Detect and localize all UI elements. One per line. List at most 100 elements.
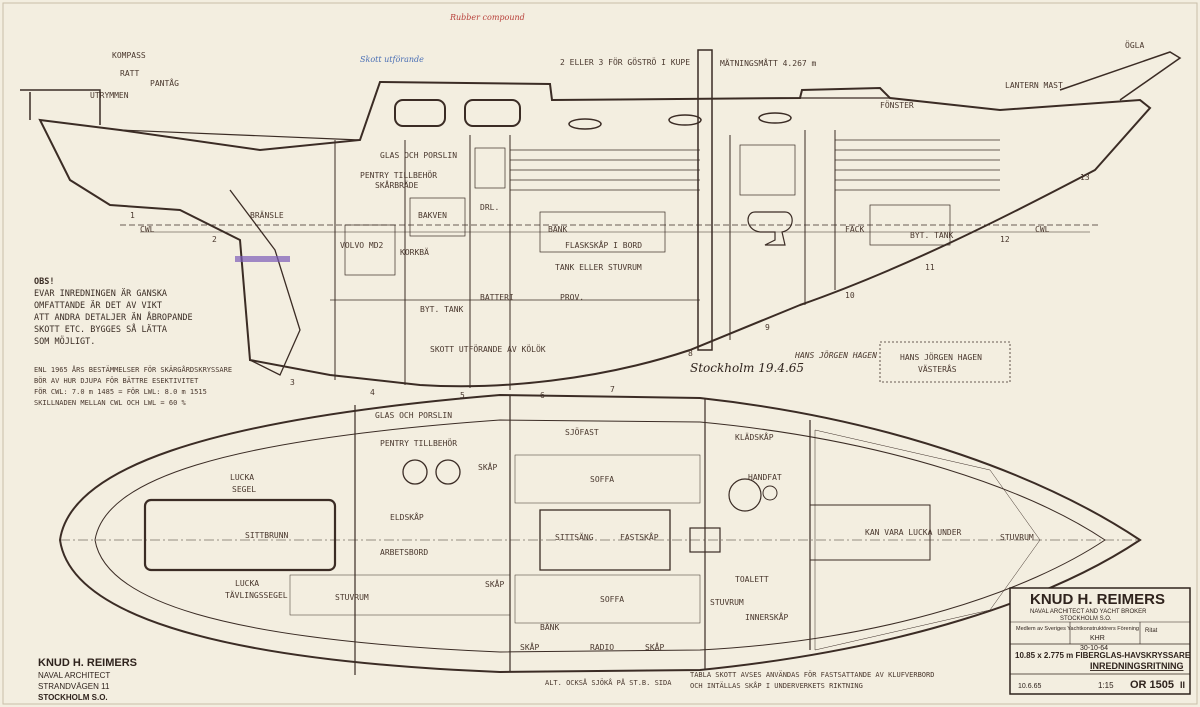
plan-label-soffa-2: SOFFA bbox=[600, 595, 624, 604]
plan-label-toalett: TOALETT bbox=[735, 575, 769, 584]
coachroof-window-2 bbox=[464, 99, 521, 127]
plan-label-bank: BÄNK bbox=[540, 622, 559, 632]
note-obs: OBS! EVAR INREDNINGEN ÄR GANSKA OMFATTAN… bbox=[34, 277, 193, 347]
plan-label-kladskap: KLÄDSKÅP bbox=[735, 431, 774, 442]
porthole-1 bbox=[568, 118, 602, 130]
stamp-line-4: STOCKHOLM S.O. bbox=[38, 693, 108, 702]
profile-labels: KOMPASS RATT PANTÅG UTRYMMEN GLAS OCH PO… bbox=[90, 40, 1144, 354]
plan-label-segel: SEGEL bbox=[232, 485, 256, 494]
label-utrymmen: UTRYMMEN bbox=[90, 91, 129, 100]
forepeak-berth bbox=[809, 504, 931, 561]
plan-label-alt: ALT. OCKSÅ SJÖKÅ PÅ ST.B. SIDA bbox=[545, 678, 672, 687]
station-3: 3 bbox=[290, 378, 295, 387]
label-pentry: PENTRY TILLBEHÖR bbox=[360, 170, 437, 180]
plan-label-arbetsbord: ARBETSBORD bbox=[380, 548, 428, 557]
label-lantern: LANTERN MAST bbox=[1005, 81, 1063, 90]
saloon-table bbox=[539, 509, 671, 571]
station-13: 13 bbox=[1080, 173, 1090, 182]
note-rules-line-4: SKILLNADEN MELLAN CWL OCH LWL = 60 % bbox=[34, 399, 187, 407]
handbasin-plan bbox=[762, 485, 778, 501]
note-rules-line-2: BÖR AV HUR DJUPA FÖR BÄTTRE ESEKTIVITET bbox=[34, 376, 199, 385]
label-volvo: VOLVO MD2 bbox=[340, 241, 384, 250]
settee-hatching bbox=[289, 429, 1041, 651]
title-block: KNUD H. REIMERS NAVAL ARCHITECT AND YACH… bbox=[1009, 587, 1191, 695]
label-matningsmatt: MÄTNINGSMÅTT 4.267 m bbox=[720, 57, 817, 68]
approval-box: HANS JÖRGEN HAGEN VÄSTERÅS bbox=[879, 341, 1011, 383]
note-obs-line-1: EVAR INREDNINGEN ÄR GANSKA bbox=[34, 288, 167, 299]
handwritten-notes: Rubber compound Skott utförande Stockhol… bbox=[360, 13, 877, 375]
station-1: 1 bbox=[130, 211, 135, 220]
label-cwl-aft: CWL bbox=[140, 225, 155, 234]
plan-label-skap-2: SKÅP bbox=[485, 578, 504, 589]
signature-name: HANS JÖRGEN HAGEN bbox=[794, 350, 877, 360]
label-byt-tank-2: BYT. TANK bbox=[910, 231, 954, 240]
title-scale: 1:15 bbox=[1098, 681, 1114, 690]
profile-shelves bbox=[344, 139, 1000, 276]
plan-label-lucka-2: LUCKA bbox=[235, 579, 259, 588]
label-skarbrade: SKÅRBRÄDE bbox=[375, 179, 419, 190]
station-2: 2 bbox=[212, 235, 217, 244]
label-bakven: BAKVEN bbox=[418, 211, 447, 220]
label-batteri: BATTERI bbox=[480, 293, 514, 302]
plan-label-sittbrunn: SITTBRUNN bbox=[245, 531, 289, 540]
coachroof-window-1 bbox=[394, 99, 446, 127]
label-cwl-fwd: CWL bbox=[1035, 225, 1050, 234]
label-kompass: KOMPASS bbox=[112, 51, 146, 60]
title-subtitle: NAVAL ARCHITECT AND YACHT BROKER bbox=[1030, 609, 1147, 615]
label-prov: PROV. bbox=[560, 293, 584, 302]
label-bransle: BRÄNSLE bbox=[250, 210, 284, 220]
title-firm: KNUD H. REIMERS bbox=[1030, 591, 1165, 608]
plan-label-stuvrum-2: STUVRUM bbox=[710, 598, 744, 607]
station-7: 7 bbox=[610, 385, 615, 394]
profile-hull-outline bbox=[38, 80, 1152, 388]
label-glas-porslin: GLAS OCH PORSLIN bbox=[380, 151, 457, 160]
label-skott-utforande: SKOTT UTFÖRANDE AV KÖLÖK bbox=[430, 344, 546, 354]
deck-line bbox=[119, 97, 890, 141]
plan-label-stuvrum-3: STUVRUM bbox=[1000, 533, 1034, 542]
toilet bbox=[747, 211, 793, 246]
label-flaskskap: FLASKSKÅP I BORD bbox=[565, 239, 642, 250]
station-12: 12 bbox=[1000, 235, 1010, 244]
plan-hull-outline bbox=[58, 393, 1142, 674]
plan-label-tabla-1: TABLA SKOTT AVSES ANVÄNDAS FÖR FASTSATTA… bbox=[690, 670, 934, 679]
plan-label-stuvrum: STUVRUM bbox=[335, 593, 369, 602]
title-drawing-title: INREDNINGSRITNING bbox=[1090, 661, 1184, 671]
title-drawn-by: KHR bbox=[1090, 635, 1105, 642]
profile-view: 1 2 3 4 5 6 7 8 9 10 11 12 13 KOMPASS RA… bbox=[20, 13, 1182, 400]
rudder bbox=[229, 189, 301, 376]
plan-label-lucka-under: KAN VARA LUCKA UNDER bbox=[865, 528, 962, 537]
approval-line-2: VÄSTERÅS bbox=[918, 363, 957, 374]
note-rules-line-1: ENL 1965 ÅRS BESTÄMMELSER FÖR SKÄRGÅRDSK… bbox=[34, 365, 232, 374]
label-pantag: PANTÅG bbox=[150, 77, 179, 88]
title-drawn-label: Ritat bbox=[1145, 628, 1158, 634]
plan-label-innerskap: INNERSKÅP bbox=[745, 611, 789, 622]
stamp-line-3: STRANDVÄGEN 11 bbox=[38, 682, 110, 691]
toilet-plan bbox=[728, 478, 762, 512]
plan-label-pentry: PENTRY TILLBEHÖR bbox=[380, 438, 457, 448]
note-skott: Skott utförande bbox=[360, 55, 424, 64]
plan-label-tabla-2: OCH INTÄLLAS SKÅP I UNDERVERKETS RIKTNIN… bbox=[690, 681, 863, 690]
label-fack: FÄCK bbox=[845, 224, 864, 234]
plan-label-skap-4: SKÅP bbox=[645, 641, 664, 652]
title-revision: II bbox=[1180, 680, 1185, 690]
porthole-3 bbox=[758, 112, 792, 124]
plan-view: GLAS OCH PORSLIN PENTRY TILLBEHÖR SKÅP S… bbox=[58, 393, 1142, 690]
plan-label-eldskap: ELDSKÅP bbox=[390, 511, 424, 522]
stamp-line-1: KNUD H. REIMERS bbox=[38, 657, 137, 669]
label-fonster: FÖNSTER bbox=[880, 100, 914, 110]
title-member: Medlem av Sveriges Yachtkonstruktörers F… bbox=[1016, 626, 1139, 632]
engine-shaft-mark bbox=[235, 256, 290, 262]
stamp-bottom-left: KNUD H. REIMERS NAVAL ARCHITECT STRANDVÄ… bbox=[38, 657, 137, 702]
plan-label-skap-3: SKÅP bbox=[520, 641, 539, 652]
note-rules-line-3: FÖR CWL: 7.0 m 1485 = FÖR LWL: 8.0 m 151… bbox=[34, 387, 207, 396]
bow-pulpit bbox=[1059, 51, 1182, 101]
stern-pulpit bbox=[20, 89, 101, 125]
title-date: 30-10-64 bbox=[1080, 645, 1108, 652]
approval-line-1: HANS JÖRGEN HAGEN bbox=[900, 352, 982, 362]
cockpit bbox=[143, 498, 337, 572]
stove-burner-1 bbox=[402, 459, 428, 485]
station-4: 4 bbox=[370, 388, 375, 397]
signature-date: Stockholm 19.4.65 bbox=[690, 361, 804, 375]
station-9: 9 bbox=[765, 323, 770, 332]
note-obs-heading: OBS! bbox=[34, 277, 54, 287]
